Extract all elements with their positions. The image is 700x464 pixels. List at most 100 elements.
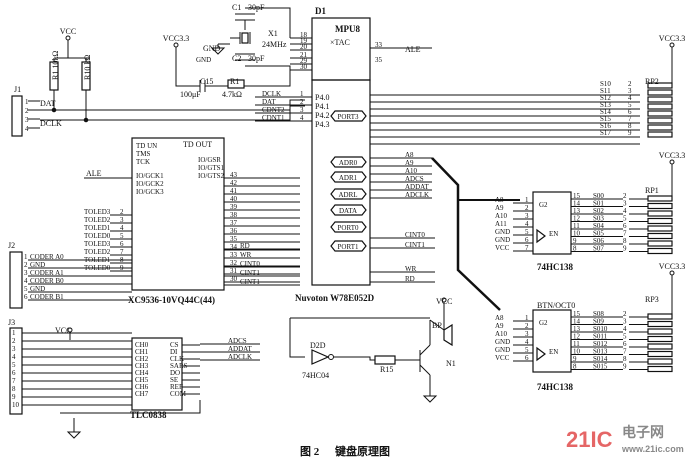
inverter-ref: D2D bbox=[310, 341, 326, 350]
ground-symbol bbox=[210, 47, 226, 55]
mcu-input-signal: CDNT2 bbox=[262, 106, 285, 114]
crystal-wire bbox=[245, 65, 291, 70]
cpld-pin-number: 42 bbox=[230, 179, 238, 187]
cpld-pin-number: 35 bbox=[230, 235, 238, 243]
cpld-pin-number: 6 bbox=[120, 240, 124, 248]
mcu-pin-number: 19 bbox=[300, 37, 308, 45]
decoder3-rp: RP3 bbox=[645, 295, 659, 304]
decoder3-input-label: A10 bbox=[495, 330, 508, 338]
j3-pin-number: 2 bbox=[12, 337, 16, 345]
rp1-pin: 2 bbox=[628, 80, 632, 88]
cpld-toled-signal: TOLED1 bbox=[84, 224, 111, 232]
decoder2-input-label: VCC bbox=[495, 244, 510, 252]
adc-vcc: VCC bbox=[55, 326, 71, 335]
decoder3-pin-number: 5 bbox=[525, 346, 529, 354]
adc-channel-label: CH2 bbox=[135, 355, 149, 363]
mcu-pin-number: 3 bbox=[300, 106, 304, 114]
decoder2-rp-resistor bbox=[647, 232, 673, 240]
j3-pin-number: 9 bbox=[12, 393, 16, 401]
mcu-pin-number: 18 bbox=[300, 31, 308, 39]
buzzer-resistor bbox=[374, 355, 396, 365]
mcu-port-label: P4.0 bbox=[315, 93, 329, 102]
decoder2-chip bbox=[532, 191, 572, 255]
decoder3-name: 74HC138 bbox=[537, 382, 574, 392]
decoder3-output-label: S013 bbox=[593, 348, 608, 356]
inverter-symbol bbox=[311, 349, 330, 365]
decoder3-rp-pin: 3 bbox=[623, 318, 627, 326]
rp1-resistor bbox=[647, 89, 673, 96]
decoder3-rp-pin: 5 bbox=[623, 333, 627, 341]
decoder2-rp-resistor bbox=[647, 225, 673, 232]
mcu-ref: D1 bbox=[315, 6, 326, 16]
reset-res-ref: R1 bbox=[230, 77, 239, 86]
j3-pin-number: 10 bbox=[12, 401, 20, 409]
vcc-node bbox=[441, 297, 447, 303]
decoder2-pin-number: 1 bbox=[525, 196, 529, 204]
cpld-pin-number: 32 bbox=[230, 259, 238, 267]
j1-r10: R10 kΩ bbox=[83, 55, 92, 80]
j1-dclk: DCLK bbox=[40, 119, 62, 128]
j3-pin-number: 5 bbox=[12, 361, 16, 369]
watermark-cn: 电子网 bbox=[622, 424, 664, 440]
decoder2-rp-resistor bbox=[647, 210, 673, 217]
decoder3-output-label: S012 bbox=[593, 340, 608, 348]
decoder3-rp-pin: 4 bbox=[623, 325, 627, 333]
decoder3-rp-pin: 7 bbox=[623, 348, 627, 356]
cpld-right-label: IO/GTS2 bbox=[198, 172, 225, 180]
mcu-right-signal: A9 bbox=[405, 159, 414, 167]
reset-cap-ref: C15 bbox=[200, 77, 213, 86]
adc-ground-wire bbox=[60, 400, 201, 414]
c2-value: 30pF bbox=[248, 54, 265, 63]
decoder1-output-label: S10 bbox=[600, 80, 611, 88]
mcu-right-signal: A10 bbox=[405, 167, 418, 175]
decoder2-output-label: S07 bbox=[593, 245, 604, 253]
j1-pin-number: 4 bbox=[25, 125, 29, 133]
decoder2-pin-number: 2 bbox=[525, 204, 529, 212]
j2-pin-number: 2 bbox=[24, 261, 28, 269]
rp1-pin: 8 bbox=[628, 122, 632, 130]
buzzer-symbol bbox=[443, 323, 453, 347]
cpld-chip bbox=[131, 137, 225, 291]
j1-vcc-label: VCC bbox=[60, 27, 76, 36]
mcu-right-signal: A8 bbox=[405, 151, 414, 159]
cpld-name: XC9536-10VQ44C(44) bbox=[128, 295, 215, 305]
decoder2-pin-number: 15 bbox=[573, 192, 581, 200]
cpld-pin-number: 43 bbox=[230, 171, 238, 179]
adc-channel-label: CH4 bbox=[135, 369, 149, 377]
mcu-port-bus-tag bbox=[330, 221, 367, 233]
inverter-name: 74HC04 bbox=[302, 371, 329, 380]
decoder2-output-label: S03 bbox=[593, 215, 604, 223]
decoder3-pin-number: 1 bbox=[525, 314, 529, 322]
rp1-pin: 7 bbox=[628, 115, 632, 123]
reset-wire bbox=[244, 70, 291, 87]
j2-pin-label: CODER A1 bbox=[30, 269, 64, 277]
ground-symbol bbox=[422, 395, 438, 403]
decoder3-input-label: A9 bbox=[495, 322, 504, 330]
cpld-pin-number: 34 bbox=[230, 243, 238, 251]
decoder1-rp: RP1 bbox=[645, 186, 659, 195]
decoder2-rp-pin: 3 bbox=[623, 200, 627, 208]
transistor-collector bbox=[419, 344, 431, 356]
j2-name: J2 bbox=[8, 241, 15, 250]
decoder2-input-label: A10 bbox=[495, 212, 508, 220]
decoder3-rp-resistor bbox=[647, 328, 673, 335]
decoder2-and-gate bbox=[536, 228, 546, 244]
decoder2-output-label: S02 bbox=[593, 207, 604, 215]
mcu-port-bus-label: ADR1 bbox=[339, 174, 358, 182]
mcu-port-bus-label: PORT0 bbox=[338, 224, 359, 232]
cpld-output-signal: CINT0 bbox=[240, 260, 260, 268]
decoder2-rp-pin: 4 bbox=[623, 207, 627, 215]
decoder3-pin-number: 14 bbox=[573, 318, 581, 326]
adc-channel-label: CH6 bbox=[135, 383, 149, 391]
decoder3-output-label: S08 bbox=[593, 310, 604, 318]
j3-name: J3 bbox=[8, 318, 15, 327]
decoder3-pin-number: 2 bbox=[525, 322, 529, 330]
rp1-resistor bbox=[647, 103, 673, 110]
decoder2-pin-number: 5 bbox=[525, 228, 529, 236]
figure-title: 键盘原理图 bbox=[334, 444, 390, 458]
mcu-right-signal: ADCS bbox=[405, 175, 424, 183]
cpld-pin-number: 3 bbox=[120, 216, 124, 224]
decoder2-output-label: S04 bbox=[593, 222, 604, 230]
mcu-right-signal: ADCLK bbox=[405, 191, 429, 199]
decoder3-pin-number: 9 bbox=[573, 355, 577, 363]
